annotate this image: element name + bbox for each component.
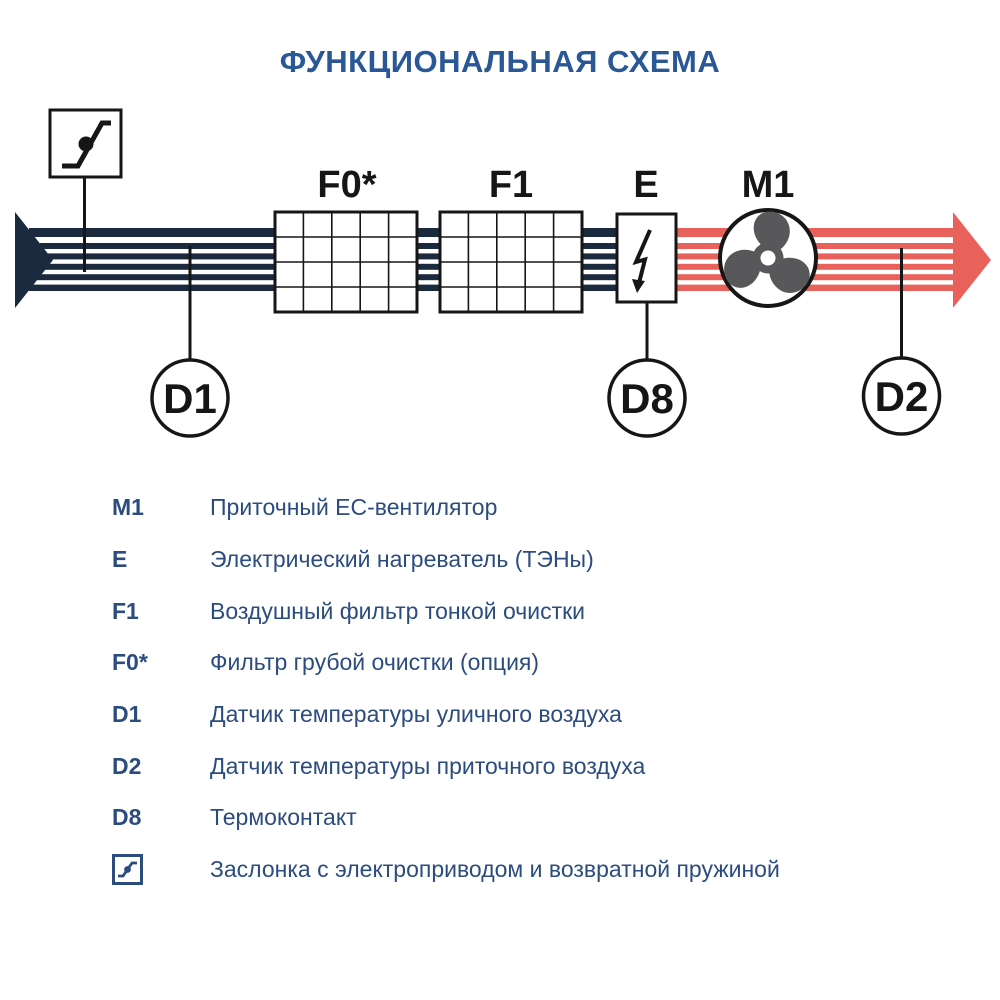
filter-f1-label: F1 xyxy=(489,164,533,206)
legend-label: D8 xyxy=(112,804,142,831)
intake-arrow-tail xyxy=(15,212,53,308)
legend-text: Термоконтакт xyxy=(210,804,357,831)
legend-row: F0* Фильтр грубой очистки (опция) xyxy=(0,637,1000,689)
sensor-d8-circle xyxy=(607,358,687,438)
legend-row: F1 Воздушный фильтр тонкой очистки xyxy=(0,585,1000,637)
sensor-d1: D1 xyxy=(150,358,230,438)
heater-e-label: E xyxy=(633,164,658,206)
schematic-diagram: D1 D8 D2 F0* F1 E M1 xyxy=(15,108,991,438)
legend-row: D2 Датчик температуры приточного воздуха xyxy=(0,740,1000,792)
sensor-d1-label: D1 xyxy=(163,375,217,422)
legend-label: F1 xyxy=(112,597,139,624)
fan-m1-label: M1 xyxy=(742,164,795,206)
legend-row: D8 Термоконтакт xyxy=(0,792,1000,844)
page-title: ФУНКЦИОНАЛЬНАЯ СХЕМА xyxy=(279,44,721,79)
lightning-arrowhead xyxy=(632,279,645,293)
filter-f1 xyxy=(438,210,584,314)
legend-label: M1 xyxy=(112,494,144,521)
legend-label: D2 xyxy=(112,752,142,779)
legend-row: E Электрический нагреватель (ТЭНы) xyxy=(0,534,1000,586)
damper-icon xyxy=(112,854,143,886)
heater-e xyxy=(615,212,678,304)
legend-text: Приточный ЕС-вентилятор xyxy=(210,494,498,521)
legend-label: D1 xyxy=(112,701,142,728)
legend-row: Заслонка с электроприводом и возвратной … xyxy=(0,844,1000,896)
legend-text: Фильтр грубой очистки (опция) xyxy=(210,649,540,676)
sensor-d8-label: D8 xyxy=(620,375,674,422)
sensor-d1-circle xyxy=(150,358,230,438)
filter-f0-label: F0* xyxy=(317,164,376,206)
filter-f0 xyxy=(273,210,419,314)
fan-m1 xyxy=(718,208,818,308)
legend-text: Заслонка с электроприводом и возвратной … xyxy=(210,856,780,883)
sensor-d2-circle xyxy=(861,356,942,436)
damper-pivot xyxy=(78,136,94,152)
filter-f1-grid xyxy=(440,212,582,312)
legend-label xyxy=(112,854,210,886)
sensor-d8: D8 xyxy=(607,358,687,438)
legend-text: Электрический нагреватель (ТЭНы) xyxy=(210,546,594,573)
supply-stripe xyxy=(675,284,958,291)
legend-label: F0* xyxy=(112,649,148,676)
legend-label: E xyxy=(112,546,128,573)
legend-row: D1 Датчик температуры уличного воздуха xyxy=(0,689,1000,741)
legend-text: Датчик температуры уличного воздуха xyxy=(210,701,622,728)
supply-arrowhead xyxy=(953,212,991,308)
legend-text: Воздушный фильтр тонкой очистки xyxy=(210,597,586,624)
legend: M1 Приточный ЕС-вентилятор E Электрическ… xyxy=(0,482,1000,896)
damper-symbol xyxy=(48,108,123,179)
lightning-icon xyxy=(632,229,652,286)
heater-box xyxy=(615,212,678,304)
sensor-d2: D2 xyxy=(861,356,942,436)
supply-stripe xyxy=(675,274,958,281)
sensor-d2-label: D2 xyxy=(875,373,929,420)
filter-f0-grid xyxy=(275,212,417,312)
legend-text: Датчик температуры приточного воздуха xyxy=(210,752,646,779)
supply-stripe xyxy=(675,228,958,237)
fan-blades-icon xyxy=(724,211,810,293)
legend-row: M1 Приточный ЕС-вентилятор xyxy=(0,482,1000,534)
